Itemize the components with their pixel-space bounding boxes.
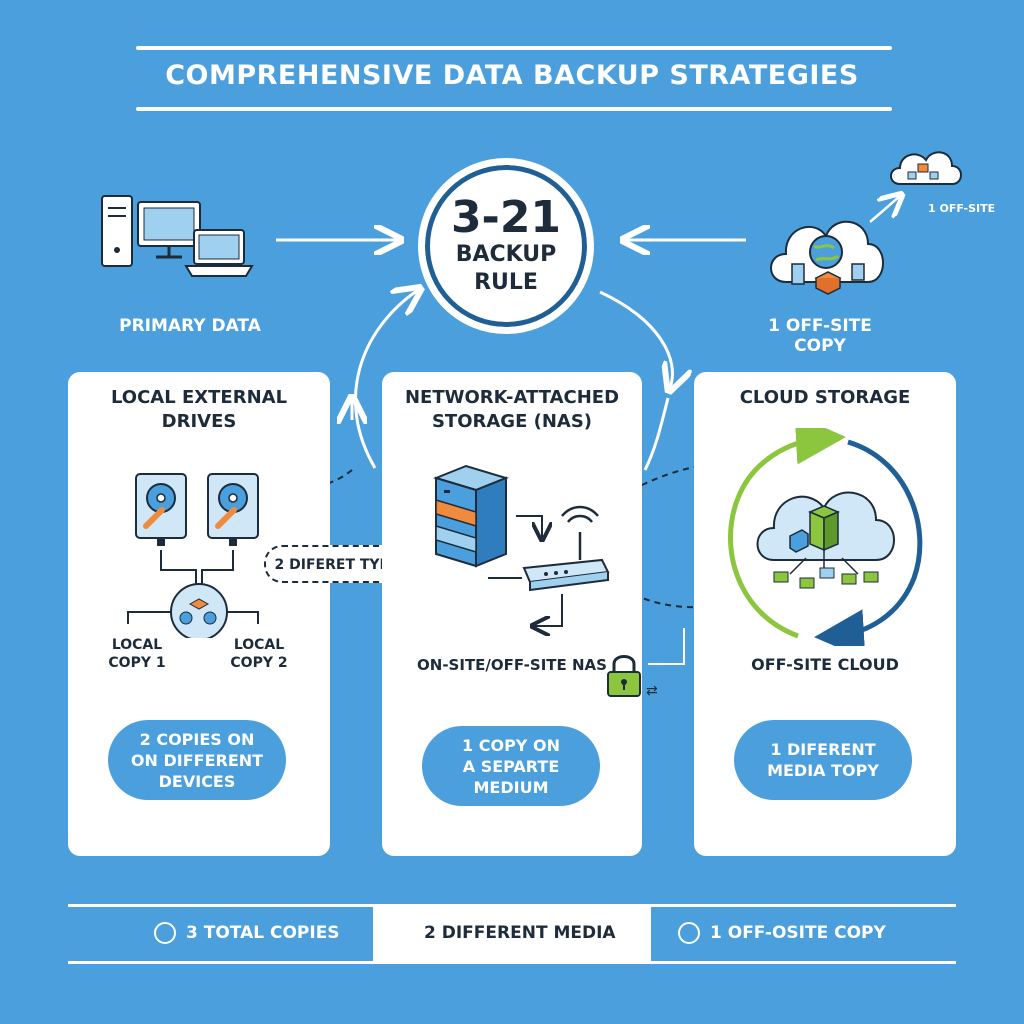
summary-item-total-copies: 3 TOTAL COPIES [154, 920, 340, 946]
rule-number: 3-21 [450, 192, 562, 243]
card-local-title: LOCAL EXTERNAL DRIVES [68, 386, 330, 434]
page-title: COMPREHENSIVE DATA BACKUP STRATEGIES [165, 60, 859, 91]
cloud-label: OFF-SITE CLOUD [751, 655, 899, 674]
cloud-server-icon [890, 151, 962, 185]
title-rule-bottom [136, 107, 892, 111]
cloud-pill-line2: MEDIA TOPY [767, 761, 879, 780]
padlock-icon [607, 655, 641, 697]
lock-connector [648, 628, 685, 665]
rule-text-line2: RULE [474, 270, 538, 295]
local-copy-2-line1: LOCAL [233, 637, 285, 653]
offsite-small-label: 1 OFF-SITE [928, 202, 996, 215]
hard-drive-icon [207, 473, 259, 546]
card-local-title-line2: DRIVES [161, 411, 237, 432]
sync-arrows-icon [728, 428, 923, 646]
local-copy-1-line1: LOCAL [111, 637, 163, 653]
dashed-nas-to-cloud-bottom [633, 593, 753, 609]
summary-item-different-media: 2 DIFFERENT MEDIA [424, 923, 616, 943]
card-cloud: CLOUD STORAGE OFF-SITE CLOUD 1 DIFERENT … [694, 372, 956, 856]
card-nas: NETWORK-ATTACHED STORAGE (NAS) ON-SITE/O… [382, 372, 642, 856]
backup-rule-badge: 3-21 BACKUP RULE [418, 158, 594, 334]
loop-arrow-left [353, 290, 418, 469]
desktop-computer-icon [101, 195, 201, 267]
card-nas-title: NETWORK-ATTACHED STORAGE (NAS) [382, 386, 642, 434]
check-circle-icon [678, 922, 700, 944]
laptop-icon [184, 229, 254, 277]
local-copy-2-line2: COPY 2 [230, 655, 288, 671]
card-nas-title-line2: STORAGE (NAS) [431, 411, 593, 432]
hard-drive-icon [135, 473, 187, 546]
nas-pill-line1: 1 COPY ON [462, 735, 560, 755]
exchange-arrows-icon: ⇄ [646, 683, 658, 699]
globe-icon [770, 220, 884, 295]
nas-pill-line3: MEDIUM [473, 777, 549, 797]
card-nas-title-line1: NETWORK-ATTACHED [404, 387, 620, 408]
summary-bar-middle [373, 904, 651, 964]
router-icon [488, 505, 610, 638]
arrow-to-offsite-cloud [869, 196, 900, 223]
nas-server-icon [432, 464, 510, 568]
title-rule-top [136, 46, 892, 50]
rule-text-line1: BACKUP [455, 242, 557, 267]
primary-data-label: PRIMARY DATA [119, 316, 261, 336]
check-circle-icon [154, 922, 176, 944]
cloud-pill-line1: 1 DIFERENT [770, 740, 876, 759]
local-copy-hub [127, 550, 259, 638]
cloud-servers-icon [756, 491, 895, 589]
cloud-summary-pill: 1 DIFERENT MEDIA TOPY [734, 720, 912, 800]
summary-item-1-text: 3 TOTAL COPIES [186, 923, 340, 943]
nas-summary-pill: 1 COPY ON A SEPARTE MEDIUM [422, 726, 600, 806]
summary-item-3-text: 1 OFF-OSITE COPY [710, 923, 886, 943]
local-copy-1-label: LOCAL COPY 1 [102, 636, 172, 672]
local-pill-line2: ON DIFFERENT [130, 750, 264, 770]
nas-pill-line2: A SEPARTE [462, 756, 560, 776]
local-pill-line1: 2 COPIES ON [139, 729, 255, 749]
dashed-types-label: 2 DIFERET TYPES [274, 557, 410, 573]
local-summary-pill: 2 COPIES ON ON DIFFERENT DEVICES [108, 720, 286, 800]
summary-item-offsite-copy: 1 OFF-OSITE COPY [678, 920, 886, 946]
offsite-copy-label: 1 OFF-SITE COPY [768, 316, 872, 356]
local-pill-line3: DEVICES [158, 771, 236, 791]
local-copy-1-line2: COPY 1 [108, 655, 166, 671]
nas-label: ON-SITE/OFF-SITE NAS [417, 656, 607, 674]
loop-arrow-right [599, 290, 672, 388]
card-cloud-title: CLOUD STORAGE [739, 387, 911, 408]
card-local-title-line1: LOCAL EXTERNAL [110, 387, 288, 408]
loop-arrow-right-lower [643, 397, 670, 471]
local-copy-2-label: LOCAL COPY 2 [224, 636, 294, 672]
card-local-drives: LOCAL EXTERNAL DRIVES 2 DIFERET TYPES LO… [68, 372, 422, 856]
